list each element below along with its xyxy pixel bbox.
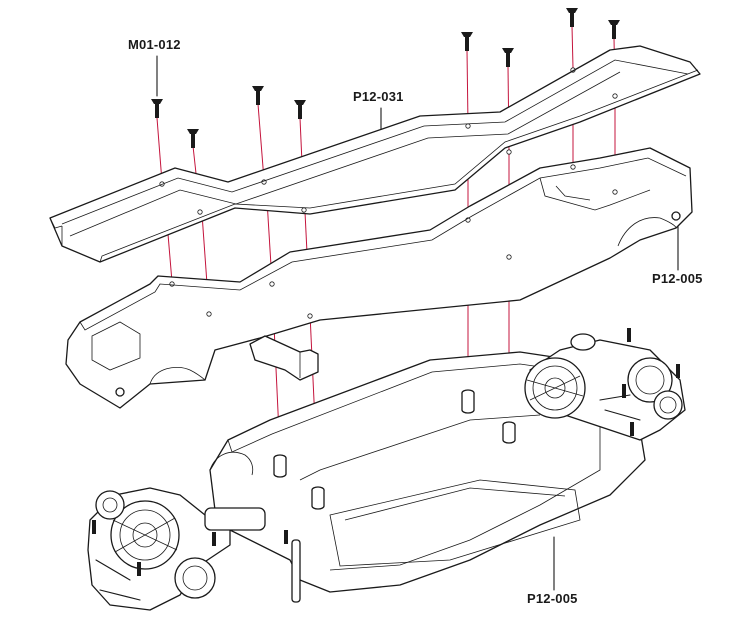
label-chassis-upper: P12-005: [652, 271, 703, 286]
front-differential: [87, 487, 288, 611]
mount-post: [502, 421, 516, 444]
screw-icon: [151, 99, 163, 118]
screw-icon: [294, 100, 306, 119]
label-top-plate: P12-031: [353, 89, 404, 104]
screw-icon: [566, 8, 578, 27]
screws: [151, 8, 620, 148]
label-screw: M01-012: [128, 37, 181, 52]
label-chassis-lower: P12-005: [527, 591, 578, 606]
screw-icon: [252, 86, 264, 105]
screw-icon: [608, 20, 620, 39]
screw-icon: [461, 32, 473, 51]
screw-icon: [187, 129, 199, 148]
top-plate: [49, 45, 701, 263]
mount-post: [273, 454, 287, 478]
rear-differential: [524, 328, 686, 441]
mount-post: [311, 486, 325, 510]
upper-chassis: [65, 147, 693, 409]
screw-icon: [502, 48, 514, 67]
mount-post: [461, 389, 475, 414]
